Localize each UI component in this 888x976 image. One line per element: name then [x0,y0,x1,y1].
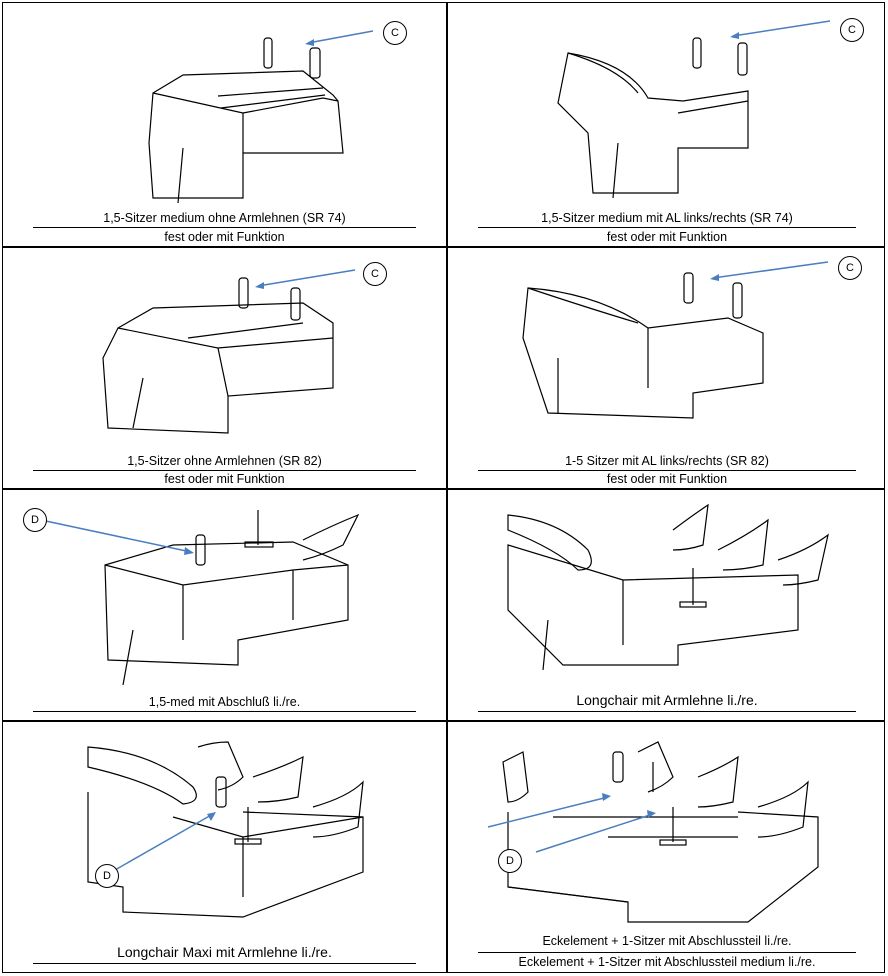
sofa-module-drawing [487,741,819,923]
caption-title: 1,5-Sitzer ohne Armlehnen (SR 82) [127,454,322,468]
caption-rule [33,470,416,471]
cell-eckelement: D Eckelement + 1-Sitzer mit Abschlusstei… [448,722,886,974]
pointer-arrow [307,30,374,44]
row-divider [3,246,884,248]
cell-abschluss: D 1,5-med mit Abschluß li./re. [3,490,446,720]
row-divider [3,720,884,722]
callout-c: C [840,18,864,42]
caption-subtitle: fest oder mit Funktion [606,230,728,244]
callout-c: C [838,256,862,280]
cell-longchair-maxi: D Longchair Maxi mit Armlehne li./re. [3,722,446,974]
caption-rule [33,711,416,712]
caption-title: 1,5-Sitzer medium mit AL links/rechts (S… [541,211,793,225]
caption-subtitle: fest oder mit Funktion [606,472,728,486]
caption-subtitle: fest oder mit Funktion [164,230,285,244]
caption-rule [478,711,856,712]
cell-sr82-no-armrest: C 1,5-Sitzer ohne Armlehnen (SR 82) fest… [3,248,446,488]
callout-d: D [23,508,47,532]
cell-sr74-armrest: C 1,5-Sitzer medium mit AL links/rechts … [448,3,886,246]
caption-title: Longchair Maxi mit Armlehne li./re. [117,944,332,960]
column-divider [446,3,448,972]
sofa-module-drawing [557,20,831,199]
sofa-module-drawing [507,503,829,671]
caption-rule [478,470,856,471]
sofa-module-drawing [87,741,364,918]
cell-sr74-no-armrest: C 1,5-Sitzer medium ohne Armlehnen (SR 7… [3,3,446,246]
caption-rule [478,227,856,228]
callout-c: C [383,21,407,45]
row-divider [3,488,884,490]
callout-d: D [498,849,522,873]
caption-title: 1,5-med mit Abschluß li./re. [148,695,301,709]
cell-longchair: Longchair mit Armlehne li./re. [448,490,886,720]
caption-title: 1,5-Sitzer medium ohne Armlehnen (SR 74) [103,211,346,225]
caption-title: Longchair mit Armlehne li./re. [576,692,758,708]
caption-rule [33,227,416,228]
sofa-module-drawing [148,30,374,204]
caption-title: Eckelement + 1-Sitzer mit Abschlussteil … [542,934,792,948]
caption-rule [478,952,856,953]
caption-subtitle: fest oder mit Funktion [164,472,285,486]
callout-d: D [95,864,119,888]
sofa-module-drawing [102,269,356,434]
sofa-module-drawing [522,261,829,419]
caption-subtitle: Eckelement + 1-Sitzer mit Abschlussteil … [518,955,816,969]
caption-title: 1-5 Sitzer mit AL links/rechts (SR 82) [565,454,769,468]
sofa-module-drawing [40,510,360,686]
caption-rule [33,963,416,964]
cell-sr82-armrest: C 1-5 Sitzer mit AL links/rechts (SR 82)… [448,248,886,488]
callout-c: C [363,262,387,286]
